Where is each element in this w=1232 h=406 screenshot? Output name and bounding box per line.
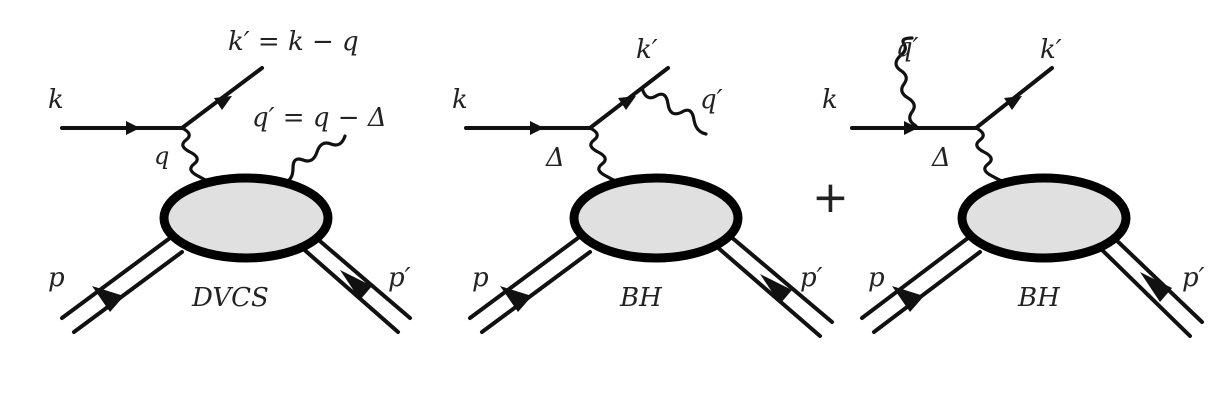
electron-arrow-icon (214, 96, 232, 110)
label-delta: Δ (545, 143, 565, 173)
incoming-proton (860, 236, 982, 334)
dvcs-diagram: k k′ = k − q q q′ = q − Δ p p′ DVCS (48, 27, 412, 334)
label-p: p (868, 263, 885, 293)
incoming-proton (60, 236, 184, 334)
virtual-photon-delta (974, 126, 1014, 186)
caption-bh: BH (619, 283, 663, 313)
hadron-blob (159, 173, 333, 263)
label-qprime: q′ (700, 85, 723, 115)
label-k: k (822, 85, 838, 115)
label-pprime: p′ (388, 263, 411, 293)
electron-arrow-icon (530, 121, 544, 135)
outgoing-proton (1096, 234, 1204, 338)
label-p: p (48, 263, 65, 293)
electron-arrow-icon (618, 96, 636, 110)
hadron-blob (569, 173, 743, 263)
plus-operator: + (812, 172, 849, 223)
electron-arrow-icon (1004, 96, 1022, 110)
electron-arrow-icon (904, 121, 918, 135)
real-photon-qprime (894, 36, 918, 128)
label-k: k (452, 85, 468, 115)
bh-diagram-1: k k′ q′ Δ p p′ BH (452, 35, 834, 338)
hadron-blob (957, 173, 1131, 263)
label-k: k (48, 85, 64, 115)
proton-arrow-icon (760, 274, 792, 304)
label-pprime: p′ (800, 263, 823, 293)
label-kprime: k′ (636, 35, 658, 65)
proton-arrow-icon (500, 286, 532, 312)
virtual-photon-q (180, 126, 220, 186)
label-kprime: k′ = k − q (228, 27, 359, 57)
outgoing-proton (714, 234, 834, 338)
virtual-photon-delta (588, 126, 628, 186)
label-qprime: q′ = q − Δ (252, 103, 387, 133)
electron-arrow-icon (126, 121, 140, 135)
label-kprime: k′ (1040, 35, 1062, 65)
outgoing-proton (298, 234, 412, 334)
caption-bh: BH (1017, 283, 1061, 313)
proton-arrow-icon (92, 286, 124, 312)
proton-arrow-icon (340, 270, 372, 300)
label-pprime: p′ (1182, 263, 1205, 293)
label-delta: Δ (931, 143, 951, 173)
real-photon-qprime (640, 86, 708, 136)
proton-arrow-icon (1140, 272, 1172, 302)
proton-arrow-icon (892, 286, 924, 312)
label-p: p (472, 263, 489, 293)
incoming-proton (468, 236, 592, 334)
caption-dvcs: DVCS (191, 283, 269, 313)
label-qprime: q′ (896, 33, 919, 63)
bh-diagram-2: k k′ q′ Δ p p′ BH (822, 33, 1205, 338)
label-q: q (154, 142, 169, 170)
real-photon-qprime (283, 134, 347, 184)
